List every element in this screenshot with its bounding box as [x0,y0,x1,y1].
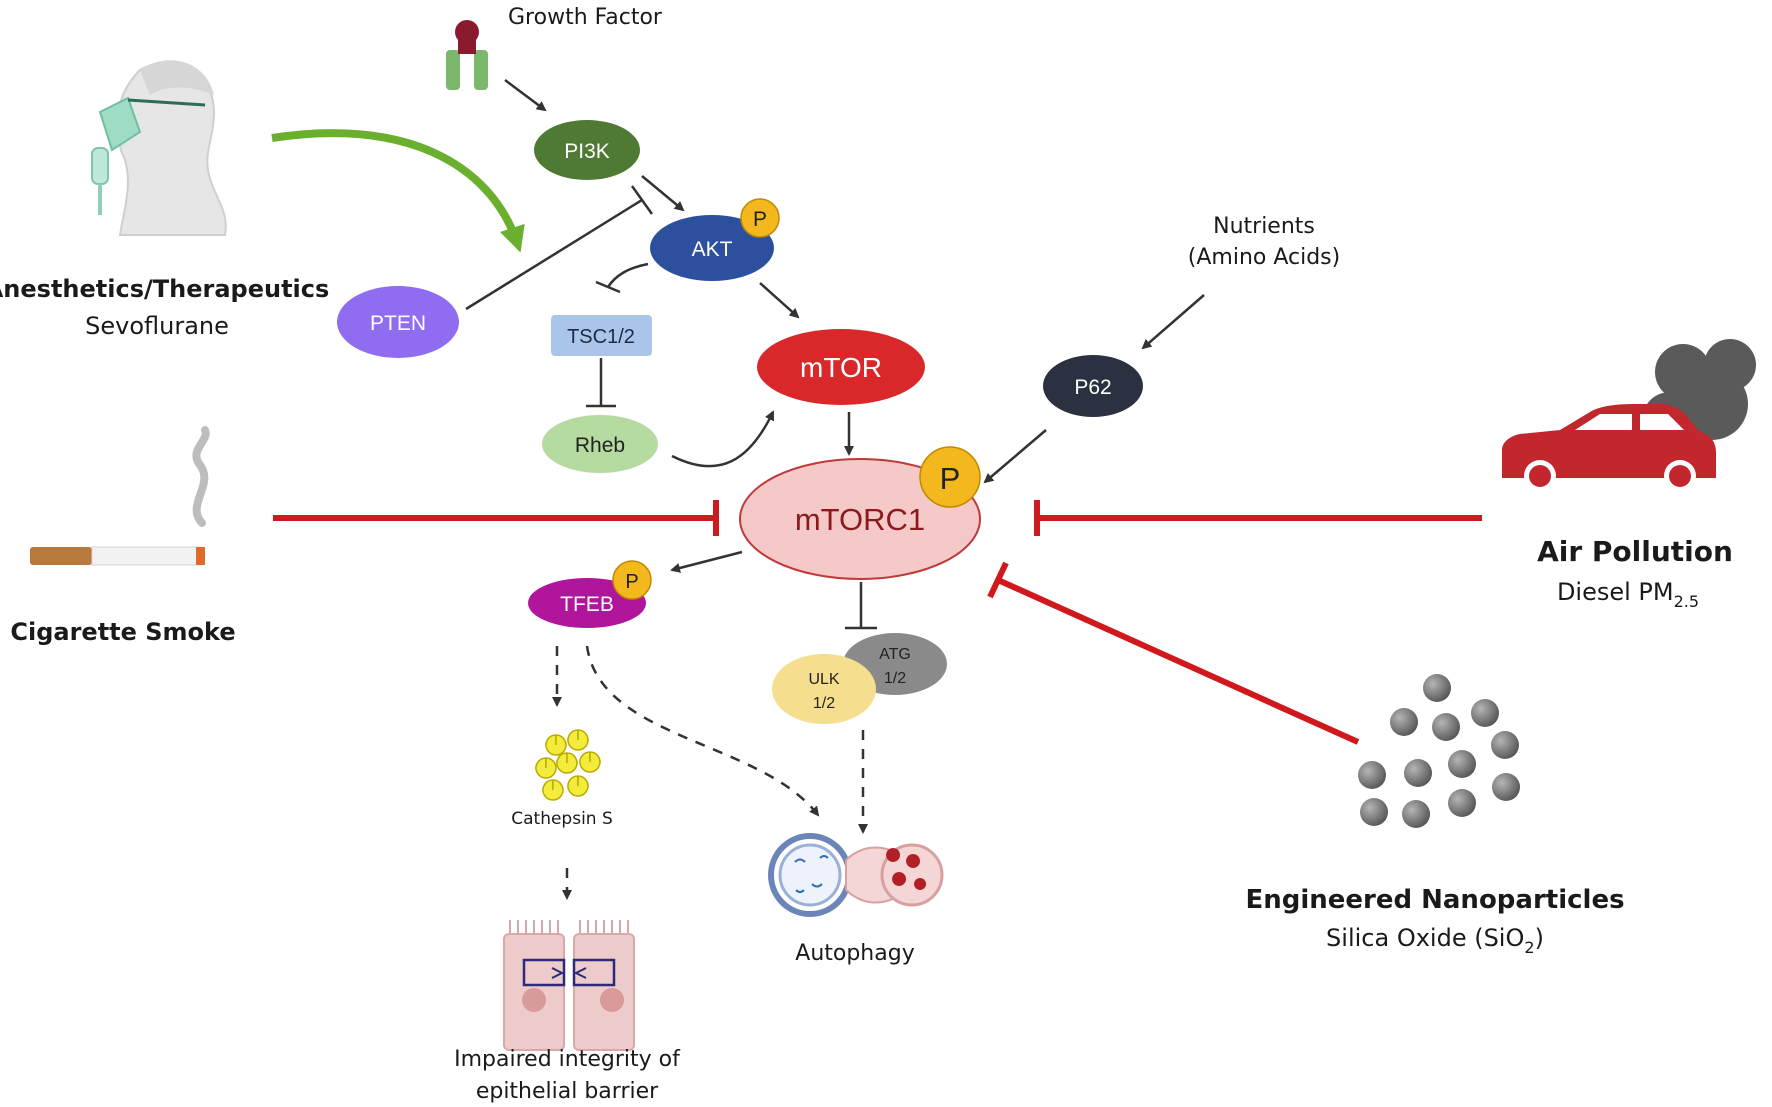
silica-text: Silica Oxide (SiO [1326,924,1524,952]
dashed-arrows [552,645,868,900]
car-exhaust-icon [1502,339,1756,492]
svg-text:AKT: AKT [692,238,733,261]
air-pollution-title: Air Pollution [1537,535,1733,568]
p62-node: P62 [1043,355,1143,417]
nanoparticles-icon [1358,674,1520,828]
impaired-integrity-label: Impaired integrity of [454,1047,681,1072]
svg-text:TFEB: TFEB [560,593,614,616]
air-pollution-subtitle: Diesel PM2.5 [1557,578,1699,611]
nutrients-label: Nutrients [1213,214,1315,239]
anesthetics-arrow [271,129,525,253]
sio2-subscript: 2 [1524,938,1534,957]
rheb-node: Rheb [542,415,658,473]
svg-text:ULK: ULK [808,671,839,688]
mtorc1-node: mTORC1 [739,458,981,580]
pi3k-node: PI3K [534,120,640,180]
mtor-node: mTOR [757,329,925,405]
svg-text:P: P [940,461,961,496]
svg-text:Rheb: Rheb [575,434,625,457]
mtorc1-phospho-badge: P [919,446,981,508]
pten-node: PTEN [337,286,459,358]
inhibition-lines-black [465,185,877,630]
growth-factor-label: Growth Factor [508,5,663,30]
epithelial-barrier-icon [503,920,635,1051]
anesthetics-title: Anesthetics/Therapeutics [0,275,329,303]
silica-close-paren: ) [1535,924,1544,952]
tsc-node: TSC1/2 [551,315,652,356]
person-with-mask-icon [91,60,227,236]
signaling-arrows [504,79,1205,573]
cathepsin-s-icon [535,729,601,801]
svg-text:ATG: ATG [879,646,911,663]
amino-acids-label: (Amino Acids) [1188,245,1340,270]
svg-text:1/2: 1/2 [813,695,835,712]
diesel-pm-text: Diesel PM [1557,578,1674,606]
nanoparticles-subtitle: Silica Oxide (SiO2) [1326,924,1544,957]
svg-text:1/2: 1/2 [884,670,906,687]
svg-text:PTEN: PTEN [370,312,426,335]
autophagy-label: Autophagy [795,941,914,966]
svg-text:P: P [753,208,767,231]
tfeb-phospho-badge: P [612,560,652,600]
svg-text:P: P [625,571,638,593]
svg-text:mTOR: mTOR [800,352,882,383]
anesthetics-subtitle: Sevoflurane [85,312,229,340]
cigarette-icon [30,426,210,566]
akt-phospho-badge: P [740,198,780,238]
autophagosome-icon [768,833,944,917]
epithelial-barrier-label: epithelial barrier [476,1079,659,1104]
cathepsin-s-label: Cathepsin S [511,809,613,829]
svg-text:P62: P62 [1074,376,1111,399]
cigarette-smoke-label: Cigarette Smoke [10,618,235,646]
svg-text:TSC1/2: TSC1/2 [567,326,635,348]
svg-text:mTORC1: mTORC1 [795,502,925,537]
svg-text:PI3K: PI3K [564,140,610,163]
ulk-node: ULK 1/2 [772,654,876,724]
pm-subscript: 2.5 [1674,592,1699,611]
akt-node: AKT [650,215,774,281]
nanoparticles-title: Engineered Nanoparticles [1245,885,1624,915]
red-inhibition-lines [273,500,1482,745]
growth-factor-receptor-icon [446,20,488,90]
